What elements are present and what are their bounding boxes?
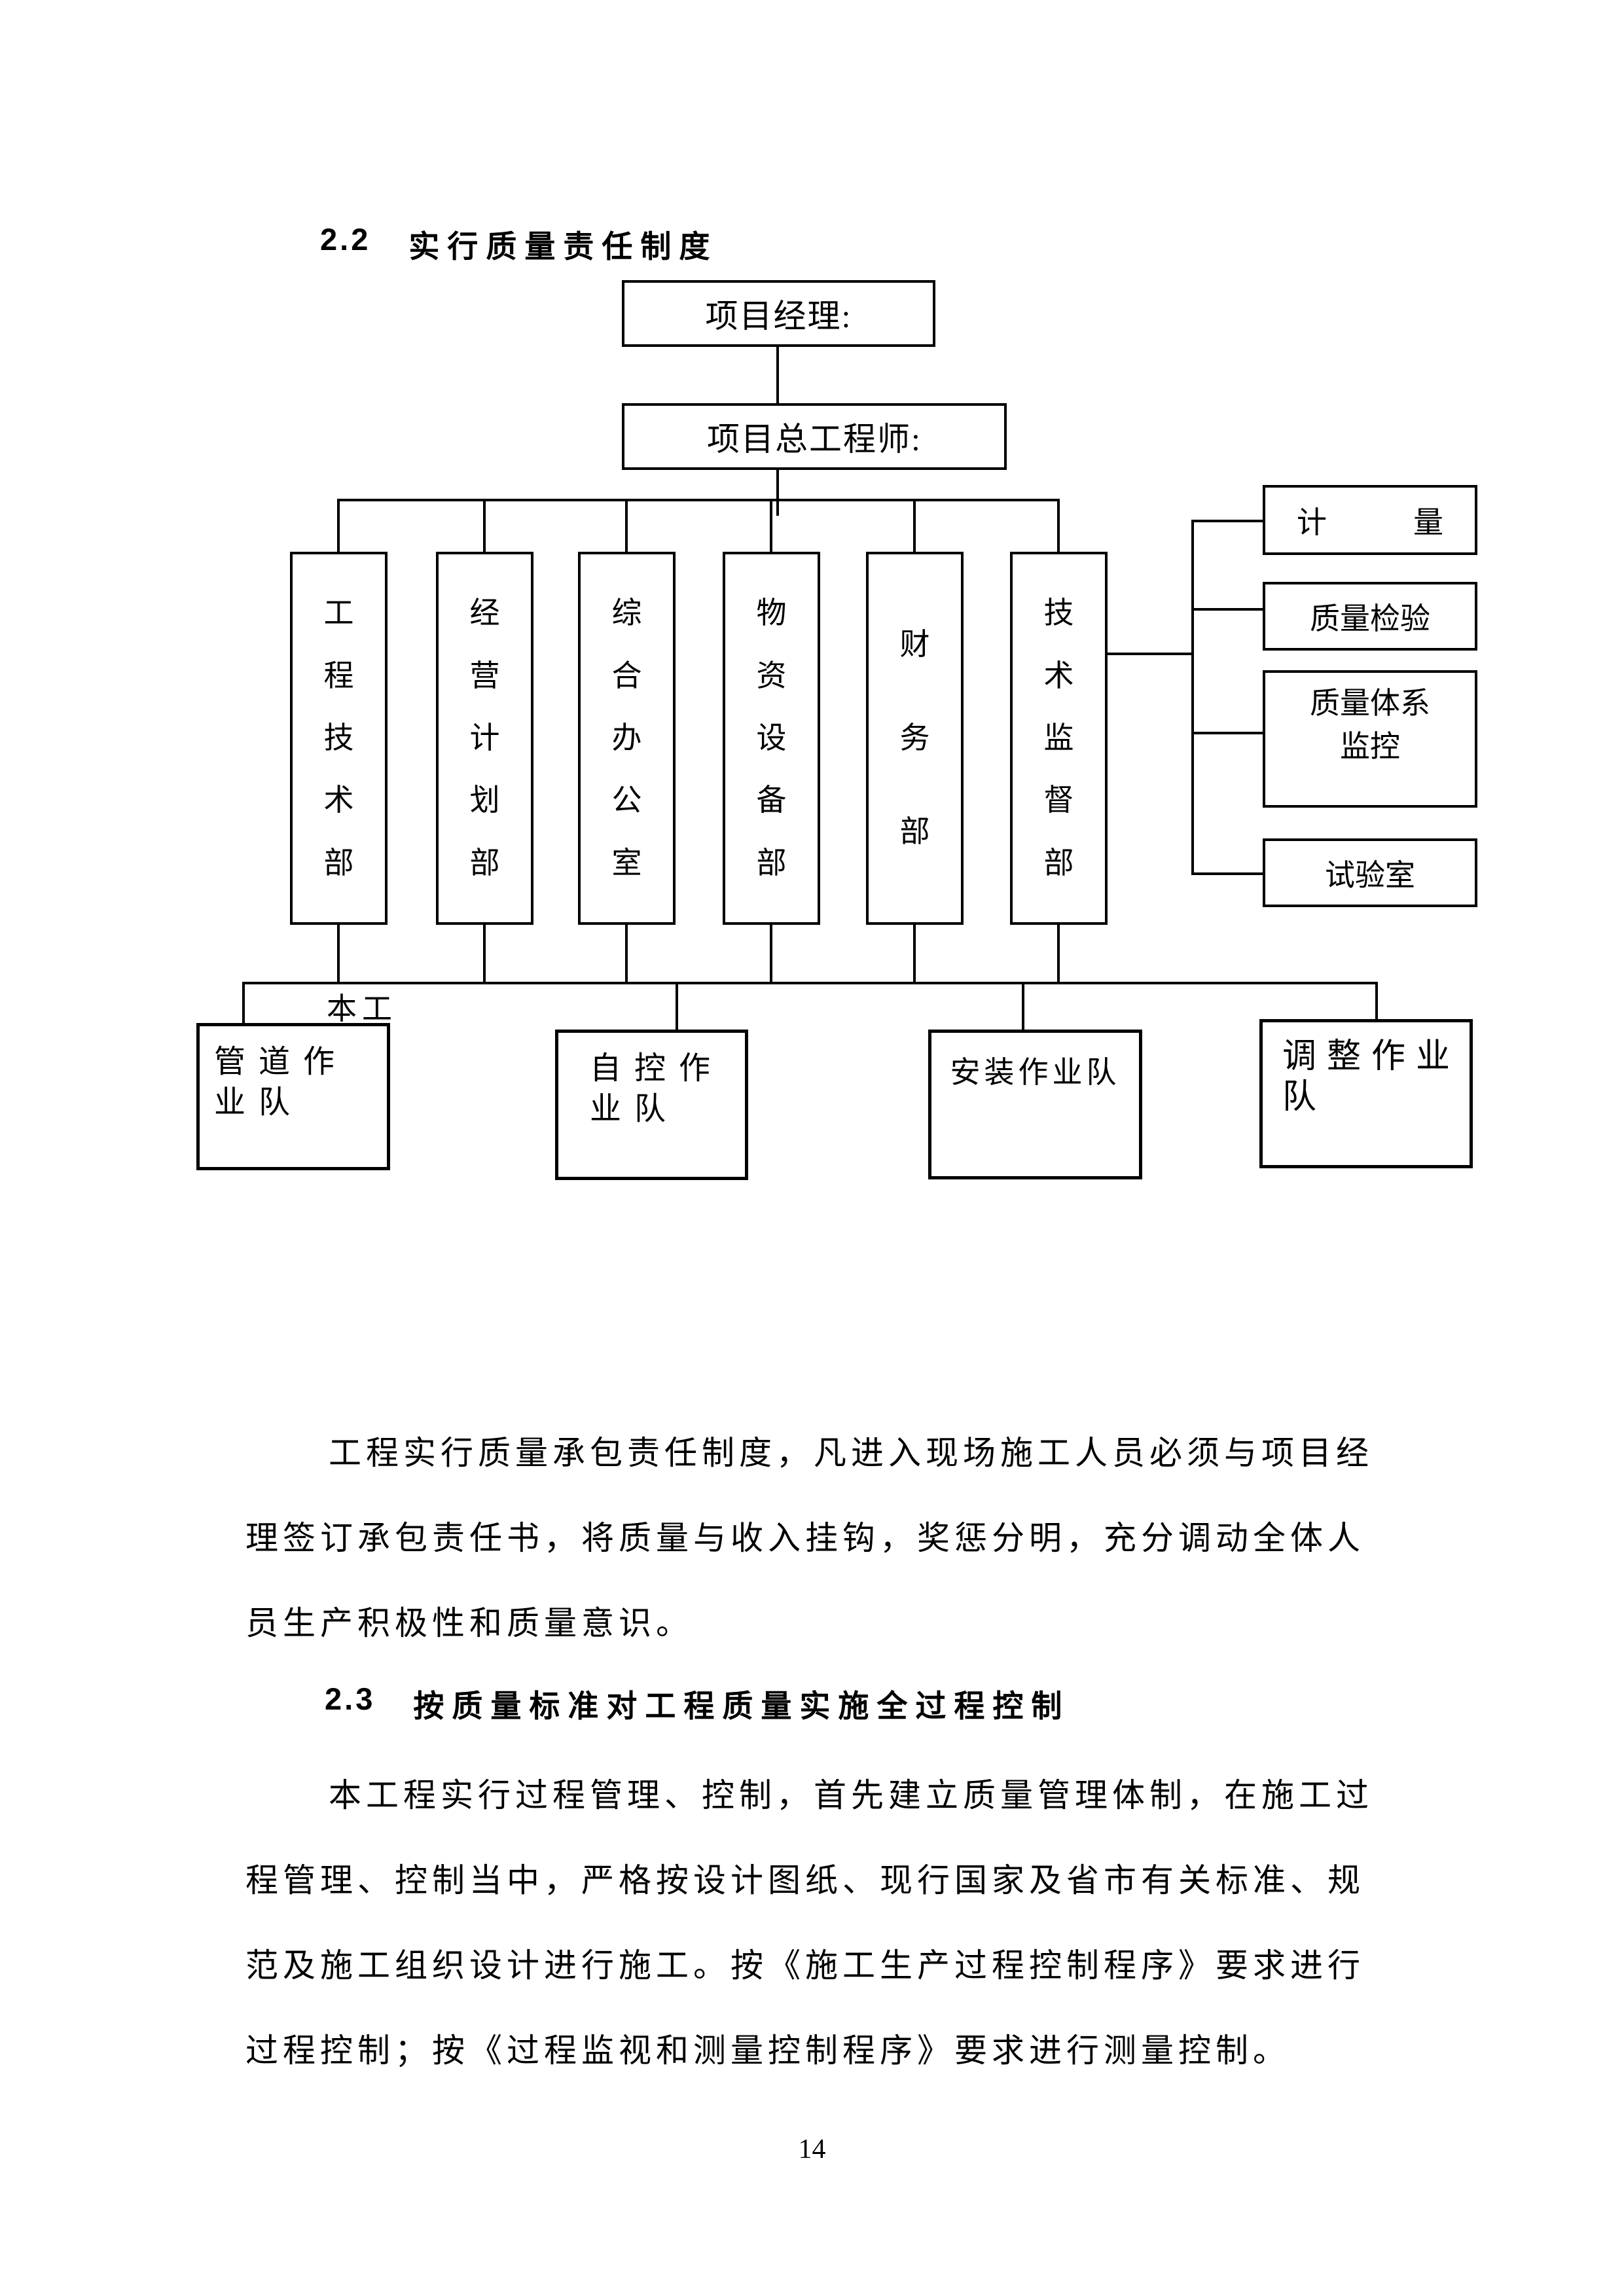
paragraph-2-3-line: 过程控制；按《过程监视和测量控制程序》要求进行测量控制。	[245, 2032, 1290, 2069]
connector	[337, 499, 1060, 501]
connector	[913, 925, 916, 984]
chief-engineer-box: 项目总工程师:	[622, 403, 1007, 470]
section-2-2-number: 2.2	[320, 222, 371, 257]
connector	[337, 925, 340, 984]
connector	[1375, 982, 1378, 1021]
connector	[337, 499, 340, 552]
connector	[1057, 499, 1060, 552]
team-automation-line2: 业队	[590, 1092, 679, 1126]
connector	[625, 499, 628, 552]
paragraph-2-2: 工程实行质量承包责任制度，凡进入现场施工人员必须与项目经 理签订承包责任书，将质…	[245, 1410, 1384, 1666]
section-2-3-heading: 2.3 按质量标准对工程质量实施全过程控制	[325, 1681, 1070, 1726]
team-adjustment-line1: 调整作业	[1282, 1038, 1461, 1075]
team-box-installation: 安装作业队	[928, 1030, 1142, 1179]
dept-box-engineering-tech: 工程技术部	[290, 552, 388, 925]
connector	[1191, 608, 1263, 611]
dept-box-general-office: 综合办公室	[578, 552, 676, 925]
team-installation-line1: 安装作业队	[950, 1056, 1121, 1089]
paragraph-2-3-line: 范及施工组织设计进行施工。按《施工生产过程控制程序》要求进行	[245, 1947, 1365, 1984]
connector	[913, 499, 916, 552]
connector	[1106, 653, 1191, 655]
connector	[676, 982, 678, 1031]
connector	[1022, 982, 1024, 1031]
dept-box-finance: 财务部	[866, 552, 964, 925]
connector	[483, 499, 486, 552]
connector	[625, 925, 628, 984]
section-2-3-title: 按质量标准对工程质量实施全过程控制	[413, 1689, 1070, 1723]
section-2-3-number: 2.3	[325, 1681, 376, 1716]
connector	[1191, 520, 1263, 522]
paragraph-2-2-line: 工程实行质量承包责任制度，凡进入现场施工人员必须与项目经	[329, 1435, 1373, 1471]
connector	[1191, 520, 1194, 875]
paragraph-2-3: 本工程实行过程管理、控制，首先建立质量管理体制，在施工过 程管理、控制当中，严格…	[245, 1753, 1384, 2093]
dept-box-tech-supervision: 技术监督部	[1010, 552, 1108, 925]
team-box-adjustment: 调整作业 队	[1259, 1019, 1473, 1168]
connector	[483, 925, 486, 984]
connector	[776, 347, 779, 403]
project-manager-box: 项目经理:	[622, 280, 935, 347]
team-box-automation: 自控作 业队	[555, 1030, 748, 1180]
quality-box-inspection: 质量检验	[1263, 582, 1477, 651]
project-manager-label: 项目经理:	[705, 298, 852, 334]
quality-system-line2: 监控	[1340, 730, 1400, 763]
paragraph-2-3-line: 本工程实行过程管理、控制，首先建立质量管理体制，在施工过	[329, 1777, 1373, 1814]
quality-system-line1: 质量体系	[1310, 687, 1430, 720]
quality-box-laboratory: 试验室	[1263, 838, 1477, 907]
connector	[242, 982, 245, 1025]
connector	[1057, 925, 1060, 984]
paragraph-2-2-line: 理签订承包责任书，将质量与收入挂钩，奖惩分明，充分调动全体人	[245, 1520, 1365, 1556]
connector	[770, 925, 772, 984]
team-box-pipeline: 管道作 业队	[196, 1023, 390, 1170]
chief-engineer-label: 项目总工程师:	[707, 421, 922, 457]
dept-box-material-equipment: 物资设备部	[723, 552, 820, 925]
connector	[242, 982, 1378, 984]
page-number: 14	[798, 2134, 826, 2164]
quality-box-system-monitoring: 质量体系 监控	[1263, 670, 1477, 808]
section-2-2-title: 实行质量责任制度	[408, 229, 718, 264]
team-pipeline-line1: 管道作	[214, 1045, 348, 1079]
connector	[1191, 732, 1263, 734]
paragraph-2-2-line: 员生产积极性和质量意识。	[245, 1605, 693, 1641]
quality-inspection-label: 质量检验	[1310, 601, 1430, 636]
team-adjustment-line2: 队	[1282, 1079, 1327, 1116]
connector	[770, 499, 772, 552]
connector	[776, 470, 779, 516]
quality-laboratory-label: 试验室	[1325, 858, 1415, 892]
section-2-2-heading: 2.2 实行质量责任制度	[320, 221, 717, 266]
team-pipeline-line2: 业队	[214, 1085, 304, 1120]
quality-box-measurement: 计量	[1263, 485, 1477, 555]
overlap-text-fragment: 本工	[327, 992, 397, 1026]
paragraph-2-3-line: 程管理、控制当中，严格按设计图纸、现行国家及省市有关标准、规	[245, 1862, 1365, 1899]
team-automation-line1: 自控作	[590, 1051, 724, 1086]
connector	[1191, 872, 1263, 875]
dept-box-business-planning: 经营计划部	[436, 552, 533, 925]
